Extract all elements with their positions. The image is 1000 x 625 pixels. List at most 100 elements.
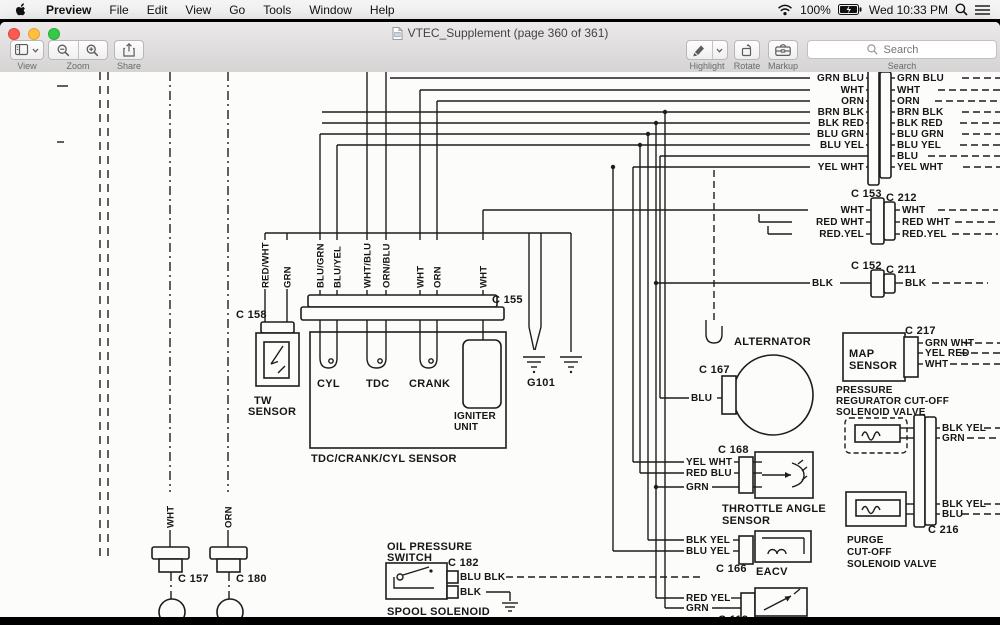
wire-label: ORN [224, 506, 235, 528]
zoom-in-button[interactable] [79, 41, 107, 59]
wire-label: GRN [942, 433, 965, 444]
wire-label: WHT [479, 266, 490, 288]
share-label: Share [116, 61, 142, 71]
component-label: SPOOL SOLENOID [387, 606, 490, 617]
zoom-window-button[interactable] [48, 28, 60, 40]
wire-label: BLU/YEL [333, 246, 344, 288]
component-label: PURGE [847, 535, 884, 546]
wire-label: BLU/GRN [316, 243, 327, 288]
wire-label: BLK YEL [686, 535, 730, 546]
highlight-label: Highlight [689, 61, 725, 71]
menu-preview[interactable]: Preview [46, 2, 92, 17]
zoom-out-button[interactable] [49, 41, 78, 59]
wire-label: ORN/BLU [382, 243, 393, 288]
wire-label: YEL WHT [818, 162, 864, 173]
component-label: EACV [756, 566, 788, 578]
component-label: TDC [366, 378, 390, 390]
harness-verticals [610, 109, 668, 608]
document-icon [392, 26, 403, 40]
component-label: TDC/CRANK/CYL SENSOR [311, 453, 457, 465]
wire-label: RED.YEL [819, 229, 864, 240]
battery-icon [837, 4, 862, 15]
connector-label: C 217 [905, 325, 936, 337]
menu-window[interactable]: Window [309, 2, 352, 17]
rotate-icon [741, 43, 752, 56]
zoom-in-icon [87, 44, 99, 56]
component-label: UNIT [454, 422, 478, 433]
menu-tools[interactable]: Tools [263, 2, 292, 17]
search-input[interactable] [881, 42, 938, 57]
alternator: ALTERNATOR C 167 BLU [660, 170, 814, 436]
component-label: SENSOR [248, 406, 296, 418]
view-label: View [17, 61, 37, 71]
menu-bar: Preview File Edit View Go Tools Window H… [0, 0, 1000, 19]
wire-label: BLK [460, 587, 482, 598]
wire-label: GRN WHT [925, 338, 974, 349]
zoom-label: Zoom [66, 61, 90, 71]
wire-label: GRN BLU [817, 73, 864, 84]
spotlight-icon[interactable] [955, 3, 968, 16]
wire-label: GRN [283, 266, 294, 288]
wire-label: YEL WHT [686, 457, 732, 468]
component-label: CYL [317, 378, 340, 390]
throttle-angle-sensor: C 168 YEL WHT RED BLU GRN THROTTLE ANGLE… [633, 444, 826, 527]
component-label: SOLENOID VALVE [836, 407, 926, 418]
wiring-diagram: GRN BLU WHT ORN BRN BLK BLK RED BLU GRN … [57, 72, 1000, 617]
wire-label: ORN [433, 266, 444, 288]
document-page[interactable]: GRN BLU WHT ORN BRN BLK BLK RED BLU GRN … [0, 72, 1000, 617]
component-label: TW [254, 395, 272, 407]
menu-edit[interactable]: Edit [146, 2, 168, 17]
wire-label: RED WHT [902, 217, 950, 228]
component-label: PRESSURE [836, 385, 893, 396]
wire-label: BLK RED [818, 118, 864, 129]
ground-label: G101 [527, 377, 555, 389]
highlighter-icon [693, 45, 705, 56]
wire-label: BLU YEL [897, 140, 941, 151]
pressure-regulator-valve: PRESSURE REGURATOR CUT-OFF SOLENOID VALV… [836, 385, 1000, 536]
markup-button[interactable] [768, 40, 798, 60]
search-icon [866, 44, 878, 55]
view-button[interactable] [10, 40, 44, 60]
share-button[interactable] [114, 40, 144, 60]
connector-label: C 216 [928, 524, 959, 536]
rotate-button[interactable] [734, 40, 760, 60]
menu-go[interactable]: Go [229, 2, 246, 17]
component-label: CUT-OFF [847, 547, 892, 558]
wifi-icon[interactable] [777, 4, 793, 16]
purge-valve: PURGE CUT-OFF SOLENOID VALVE [845, 491, 937, 570]
connector-label: C 152 [851, 260, 882, 272]
menu-file[interactable]: File [109, 2, 129, 17]
connector-label: C 180 [236, 573, 267, 585]
lower-component: RED YEL GRN C 113 [656, 587, 808, 617]
wire-band: GRN BLU WHT ORN BRN BLK BLK RED BLU GRN … [320, 72, 1000, 186]
wire-label: GRN [686, 603, 709, 614]
connector-label: C 153 [851, 188, 882, 200]
markup-label: Markup [767, 61, 798, 71]
apple-menu[interactable] [0, 2, 37, 17]
menu-view[interactable]: View [185, 2, 212, 17]
connector-label: C 157 [178, 573, 209, 585]
close-button[interactable] [8, 28, 20, 40]
wire-label: RED WHT [816, 217, 864, 228]
wire-label: WHT [925, 359, 948, 370]
wire-label: BLK [812, 278, 834, 289]
search-field[interactable] [807, 40, 997, 59]
zoom-buttons [48, 40, 108, 60]
wire-label: ORN [897, 96, 920, 107]
connector-label: C 212 [886, 192, 917, 204]
sidebar-icon [15, 44, 29, 56]
wire-label: BLU GRN [897, 129, 944, 140]
menu-help[interactable]: Help [369, 2, 395, 17]
highlight-dropdown[interactable] [713, 41, 727, 59]
wire-label: YEL WHT [897, 162, 943, 173]
component-label: SWITCH [387, 552, 432, 564]
wire-label: WHT [166, 506, 177, 528]
wire-label: BLK [905, 278, 927, 289]
wire-label: BLK YEL [942, 423, 986, 434]
minimize-button[interactable] [28, 28, 40, 40]
connector-label: C 168 [718, 444, 749, 456]
component-label: IGNITER [454, 411, 497, 422]
wire-label: WHT [841, 205, 864, 216]
highlight-button[interactable] [687, 41, 712, 59]
notification-center-icon[interactable] [975, 4, 990, 16]
